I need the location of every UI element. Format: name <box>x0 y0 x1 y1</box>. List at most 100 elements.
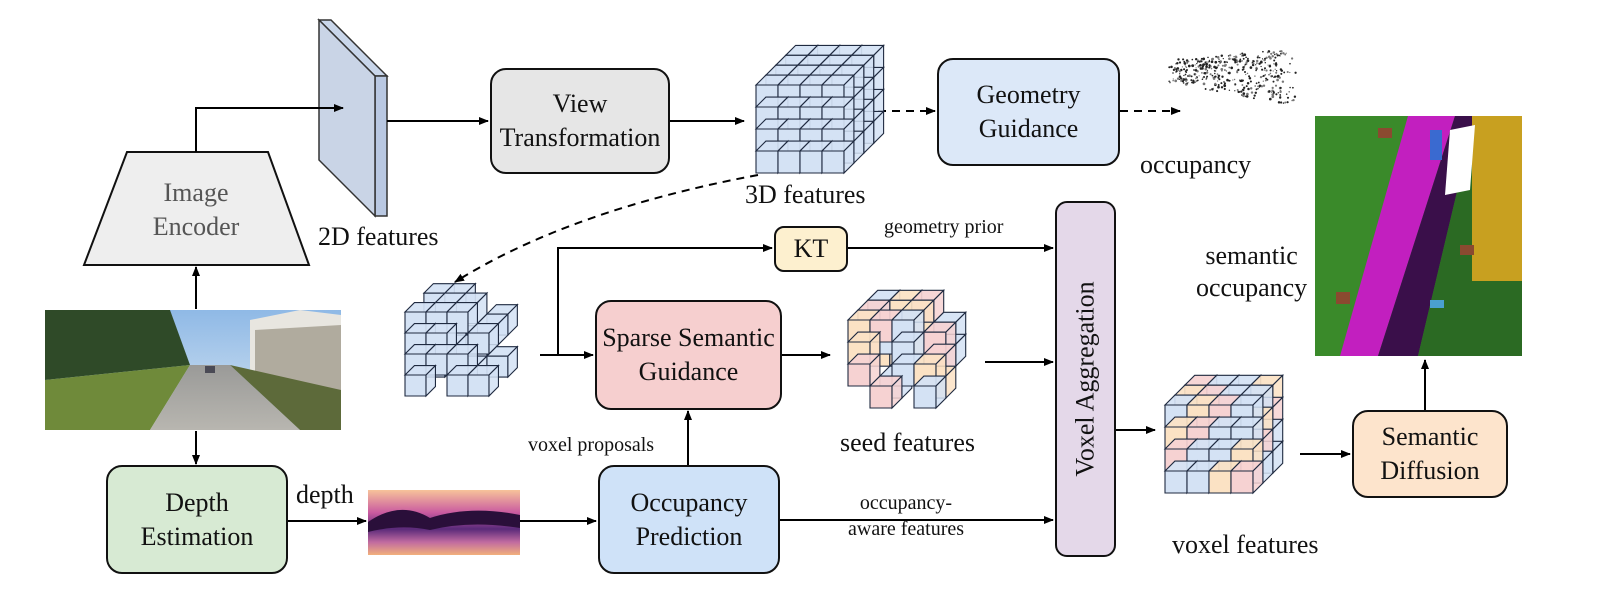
point-cloud-dot <box>1223 87 1226 91</box>
point-cloud-dot <box>1234 90 1236 92</box>
input-street-image <box>45 310 341 430</box>
point-cloud-dot <box>1248 77 1252 80</box>
point-cloud-dot <box>1252 62 1255 65</box>
point-cloud-dot <box>1251 63 1255 67</box>
point-cloud-dot <box>1282 52 1285 55</box>
image-encoder-label: Image Encoder <box>152 178 240 241</box>
point-cloud-dot <box>1176 77 1180 80</box>
point-cloud-dot <box>1248 75 1251 78</box>
point-cloud-dot <box>1218 78 1221 81</box>
point-cloud-dot <box>1202 57 1206 61</box>
point-cloud-dot <box>1207 62 1209 64</box>
semantic-diffusion-box: Semantic Diffusion <box>1352 410 1508 498</box>
point-cloud-dot <box>1205 78 1207 81</box>
point-cloud-dot <box>1233 78 1236 81</box>
point-cloud-dot <box>1231 58 1233 60</box>
point-cloud-dot <box>1274 68 1276 70</box>
occupancy-prediction-box: Occupancy Prediction <box>598 465 780 574</box>
point-cloud-dot <box>1275 93 1278 96</box>
point-cloud-dot <box>1292 98 1295 102</box>
point-cloud-dot <box>1279 86 1282 89</box>
point-cloud-dot <box>1200 60 1203 63</box>
point-cloud-dot <box>1293 95 1297 98</box>
point-cloud-dot <box>1279 96 1282 99</box>
point-cloud-dot <box>1215 55 1218 58</box>
point-cloud-dot <box>1186 62 1188 64</box>
point-cloud-dot <box>1220 54 1224 57</box>
point-cloud-dot <box>1250 91 1254 94</box>
point-cloud-dot <box>1181 78 1184 81</box>
point-cloud-dot <box>1279 89 1282 92</box>
point-cloud-dot <box>1205 62 1208 66</box>
label-occupancy: occupancy <box>1140 150 1252 179</box>
point-cloud-dot <box>1196 61 1199 63</box>
point-cloud-dot <box>1193 69 1195 71</box>
point-cloud-dot <box>1265 77 1268 80</box>
point-cloud-dot <box>1244 71 1246 73</box>
point-cloud-dot <box>1249 87 1253 90</box>
point-cloud-dot <box>1285 93 1288 95</box>
point-cloud-dot <box>1263 67 1267 70</box>
point-cloud-dot <box>1206 61 1208 63</box>
label-semantic-occupancy: semantic occupancy <box>1196 241 1308 302</box>
seed-cube <box>912 374 948 410</box>
point-cloud-dot <box>1238 91 1241 93</box>
point-cloud-dot <box>1241 55 1243 57</box>
point-cloud-dot <box>1255 64 1257 66</box>
point-cloud-dot <box>1192 81 1195 84</box>
point-cloud-dot <box>1271 75 1274 77</box>
point-cloud-dot <box>1204 88 1207 90</box>
point-cloud-dot <box>1226 78 1229 82</box>
point-cloud-dot <box>1239 58 1242 61</box>
point-cloud-dot <box>1241 60 1243 62</box>
point-cloud-dot <box>1264 61 1267 64</box>
point-cloud-dot <box>1270 91 1273 93</box>
point-cloud-dot <box>1266 51 1269 54</box>
point-cloud-dot <box>1265 69 1268 72</box>
point-cloud-dot <box>1178 70 1181 73</box>
point-cloud-dot <box>1254 75 1256 77</box>
point-cloud-dot <box>1279 55 1281 57</box>
point-cloud-dot <box>1273 76 1275 79</box>
point-cloud-dot <box>1190 75 1193 78</box>
point-cloud-dot <box>1268 97 1272 101</box>
point-cloud-dot <box>1269 69 1272 72</box>
point-cloud-dot <box>1257 81 1260 84</box>
point-cloud-dot <box>1221 64 1224 67</box>
semantic-occupancy-map <box>1315 116 1522 356</box>
point-cloud-dot <box>1255 59 1259 63</box>
point-cloud-dot <box>1236 60 1239 63</box>
point-cloud-dot <box>1172 68 1176 72</box>
point-cloud-dot <box>1205 71 1209 74</box>
point-cloud-dot <box>1228 66 1231 69</box>
point-cloud-dot <box>1212 77 1216 80</box>
point-cloud-dot <box>1255 66 1258 69</box>
point-cloud-dot <box>1245 73 1247 76</box>
point-cloud-dot <box>1252 60 1255 63</box>
point-cloud-dot <box>1177 68 1180 71</box>
point-cloud-dot <box>1168 81 1172 84</box>
feature-cube-3d <box>820 139 856 175</box>
voxel-feature-cube <box>1229 459 1265 495</box>
point-cloud-dot <box>1294 71 1297 74</box>
point-cloud-dot <box>1254 85 1257 87</box>
point-cloud-dot <box>1228 71 1231 75</box>
point-cloud-dot <box>1223 81 1225 83</box>
point-cloud-dot <box>1203 71 1206 75</box>
point-cloud-dot <box>1281 80 1285 83</box>
point-cloud-dot <box>1267 64 1269 66</box>
point-cloud-dot <box>1194 57 1198 61</box>
point-cloud-dot <box>1262 74 1265 77</box>
point-cloud-dot <box>1268 90 1271 93</box>
point-cloud-dot <box>1216 55 1220 59</box>
point-cloud-dot <box>1241 68 1244 71</box>
cube-groups <box>403 44 1285 495</box>
point-cloud-dot <box>1220 86 1224 89</box>
point-cloud-dot <box>1224 69 1226 71</box>
edges <box>192 104 1429 525</box>
point-cloud-dot <box>1290 57 1294 60</box>
point-cloud-dot <box>1263 69 1266 71</box>
point-cloud-dot <box>1172 80 1174 82</box>
voxel-aggregation-label: Voxel Aggregation <box>1070 281 1100 477</box>
point-cloud-dot <box>1184 65 1187 67</box>
